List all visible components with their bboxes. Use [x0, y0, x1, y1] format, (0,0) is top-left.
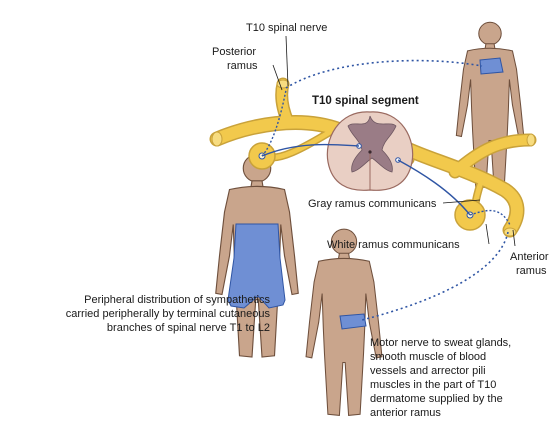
sympathetic-fiber-pathways	[261, 59, 511, 321]
svg-text:smooth muscle of blood: smooth muscle of blood	[370, 351, 486, 363]
leader-lines	[272, 35, 516, 247]
svg-text:dermatome supplied by the: dermatome supplied by the	[370, 393, 503, 405]
svg-text:muscles in the part of T10: muscles in the part of T10	[370, 379, 496, 391]
label-gray-ramus: Gray ramus communicans	[308, 198, 437, 210]
nerve-cut-end-bottom	[503, 227, 517, 237]
label-posterior-ramus-line2: ramus	[227, 60, 258, 72]
label-white-ramus: White ramus communicans	[327, 239, 460, 251]
svg-text:vessels and arrector pili: vessels and arrector pili	[370, 365, 486, 377]
label-posterior-ramus-line1: Posterior	[212, 46, 256, 58]
label-peripheral-distribution: Peripheral distribution of sympathetics …	[66, 294, 271, 334]
ventral-dermatome-patch	[339, 313, 367, 330]
nerve-cut-end-left	[211, 131, 223, 147]
svg-text:anterior ramus: anterior ramus	[370, 407, 441, 419]
spinal-cord-cross-section	[326, 111, 414, 191]
label-anterior-ramus-line1: Anterior	[510, 251, 549, 263]
label-motor-nerve: Motor nerve to sweat glands, smooth musc…	[370, 337, 511, 419]
diagram-title: T10 spinal segment	[312, 95, 419, 107]
svg-text:branches of spinal nerve T1 to: branches of spinal nerve T1 to L2	[107, 322, 270, 334]
svg-text:carried peripherally by termin: carried peripherally by terminal cutaneo…	[66, 308, 271, 320]
svg-text:Peripheral distribution of sym: Peripheral distribution of sympathetics	[84, 294, 270, 306]
svg-text:Motor nerve to sweat glands,: Motor nerve to sweat glands,	[370, 337, 511, 349]
label-t10-spinal-nerve: T10 spinal nerve	[246, 22, 327, 34]
dorsal-dermatome-patch	[479, 57, 504, 75]
nerve-cut-end-right	[526, 133, 536, 147]
label-anterior-ramus-line2: ramus	[516, 265, 547, 277]
nerve-cut-end-top	[276, 79, 290, 89]
t1-l2-distribution-region	[227, 223, 286, 309]
